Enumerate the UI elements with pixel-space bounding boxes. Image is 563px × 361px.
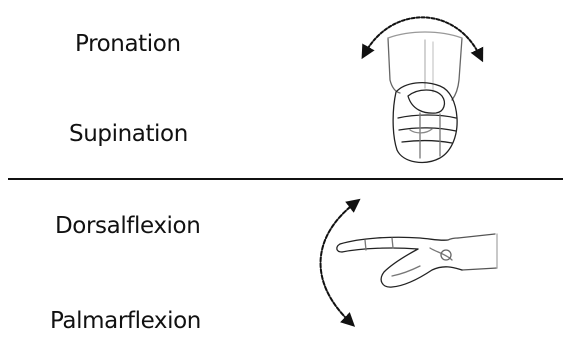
rotation-arrow-icon [365,17,480,56]
hand-flexion-illustration [321,203,497,322]
flexion-arrow-icon [321,203,355,322]
fist-rotation-illustration [365,17,480,162]
